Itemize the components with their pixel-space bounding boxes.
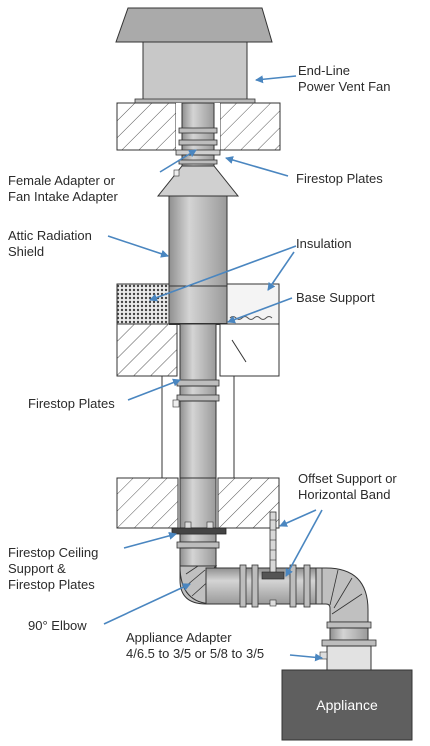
label-ceiling-line1: Firestop Ceiling (8, 545, 99, 560)
room-walls (161, 376, 235, 478)
arrow-female-adapter (159, 149, 197, 173)
firestop-ceiling-support (171, 521, 227, 569)
label-ceiling-line3: Firestop Plates (8, 577, 95, 592)
offset-support-strap (261, 511, 285, 580)
arrow-firestop-mid (127, 378, 181, 401)
label-fan-line2: Power Vent Fan (298, 79, 391, 94)
horizontal-vent-pipe (205, 564, 317, 608)
arrow-attic-shield (107, 235, 169, 258)
label-attic-line1: Attic Radiation (8, 228, 92, 243)
fan-housing (142, 41, 248, 101)
label-insulation: Insulation (296, 236, 352, 251)
label-attic-line2: Shield (8, 244, 45, 259)
arrow-offset-lower (285, 509, 323, 577)
arrow-firestop-top (225, 156, 289, 177)
vent-pipe-top (175, 102, 221, 168)
arrow-fan (255, 75, 297, 84)
label-firestop-mid: Firestop Plates (28, 396, 115, 411)
attic-radiation-shield (156, 165, 240, 287)
appliance-label: Appliance (316, 697, 378, 713)
ceiling-framing-lower (116, 477, 280, 529)
label-ceiling-line2: Support & (8, 561, 66, 576)
label-adapter-line1: Appliance Adapter (126, 630, 232, 645)
fan-base-plate (134, 98, 256, 104)
appliance-box (281, 669, 413, 741)
label-female-line1: Female Adapter or (8, 173, 115, 188)
arrow-insulation-right (267, 251, 295, 291)
label-offset-line2: Horizontal Band (298, 487, 391, 502)
label-firestop-top: Firestop Plates (296, 171, 383, 186)
label-female-line2: Fan Intake Adapter (8, 189, 118, 204)
power-vent-fan (115, 7, 273, 104)
leader-arrows (103, 75, 323, 662)
fan-cap (115, 7, 273, 43)
arrow-elbow (103, 583, 191, 625)
appliance-elbow (315, 567, 377, 671)
label-fan-line1: End-Line (298, 63, 351, 78)
arrow-insulation-left (149, 245, 297, 302)
ceiling-framing-middle (116, 323, 280, 377)
label-offset-line1: Offset Support or (298, 471, 397, 486)
label-adapter-line2: 4/6.5 to 3/5 or 5/8 to 3/5 (126, 646, 265, 661)
arrow-appliance-adapter (289, 653, 323, 662)
label-base-support: Base Support (296, 290, 375, 305)
arrow-ceiling-support (123, 531, 177, 549)
label-elbow: 90° Elbow (28, 618, 87, 633)
insulation-layer (116, 283, 280, 325)
vent-pipe-middle (172, 323, 220, 480)
arrow-base-support (227, 297, 293, 324)
arrow-offset-upper (279, 509, 317, 527)
